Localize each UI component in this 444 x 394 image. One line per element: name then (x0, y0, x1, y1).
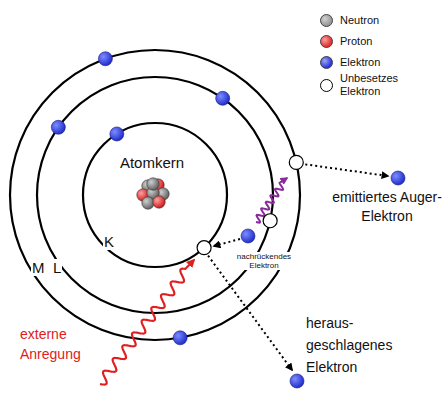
legend-entry: Unbesetzes Elektron (320, 79, 412, 98)
legend-entry: Elektron (320, 56, 412, 69)
legend-entry: Proton (320, 35, 412, 48)
legend-text: Neutron (340, 14, 412, 27)
vacancy-circle (197, 241, 211, 255)
legend-text: Unbesetzes Elektron (340, 72, 412, 98)
legend-swatch (320, 56, 333, 69)
refill-label: nachrückendes Elektron (232, 252, 296, 270)
neutron-ball (142, 197, 154, 209)
auger-label: emittiertes Auger-Elektron (332, 188, 442, 226)
legend-entry: Neutron (320, 14, 412, 27)
electron-ball (241, 229, 255, 243)
electron-ball (51, 120, 65, 134)
legend-swatch (320, 14, 333, 27)
shell-label: L (52, 259, 62, 276)
electron-ball (216, 91, 230, 105)
neutron-ball (147, 178, 159, 190)
legend-text: Proton (340, 35, 412, 48)
legend-text: Elektron (340, 56, 412, 69)
ejected-label: heraus- geschlagenes Elektron (306, 312, 406, 378)
electron-shell (83, 123, 227, 267)
legend-swatch (320, 79, 333, 92)
vacancy-circle (289, 155, 303, 169)
electron-shell (37, 77, 273, 313)
excitation-label: externe Anregung (20, 324, 102, 364)
electron-ball (98, 52, 112, 66)
proton-ball (153, 196, 165, 208)
refill-path (214, 239, 240, 246)
ejection-path (208, 256, 292, 370)
electron-ball (173, 331, 187, 345)
auger-path (305, 164, 388, 176)
shell-label: K (103, 233, 115, 250)
electron-ball (290, 374, 304, 388)
electron-ball (391, 171, 405, 185)
excitation-wave (100, 260, 194, 385)
electron-shell (10, 50, 300, 340)
vacancy-circle (263, 214, 277, 228)
electron-ball (110, 127, 124, 141)
nucleus-label: Atomkern (112, 154, 192, 172)
legend-swatch (320, 35, 333, 48)
shell-label: M (31, 259, 46, 276)
